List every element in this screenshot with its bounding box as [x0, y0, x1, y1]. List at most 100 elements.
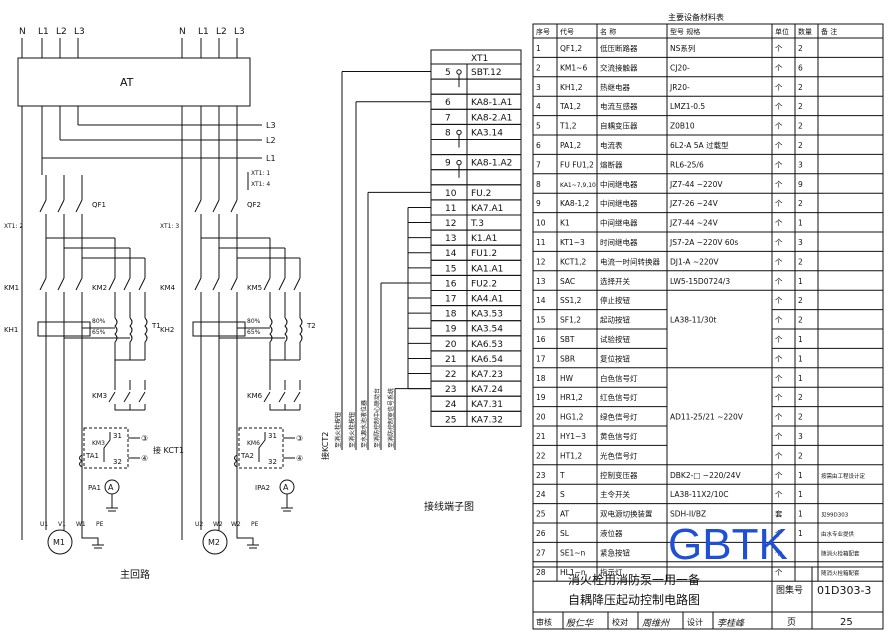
- remote-label: 至消防控制中心联动台: [373, 388, 381, 448]
- table-cell: 9: [536, 199, 541, 208]
- table-cell: 19: [536, 393, 546, 402]
- table-cell: 个: [775, 238, 783, 247]
- terminal-number: 14: [445, 249, 457, 259]
- table-cell: KM1~6: [560, 63, 587, 72]
- table-cell: HY1~3: [560, 432, 586, 441]
- table-cell: 由水专业提供: [821, 530, 855, 538]
- table-cell: S: [560, 490, 565, 499]
- table-cell: 6: [536, 141, 541, 150]
- table-cell: 2: [798, 44, 803, 53]
- table-cell: 18: [536, 374, 546, 383]
- table-cell: 绿色信号灯: [600, 412, 638, 422]
- terminal-number: 12: [445, 219, 456, 229]
- motor-terminal: PE: [96, 521, 104, 528]
- terminal-header: XT1: [471, 54, 488, 64]
- table-cell: 14: [536, 296, 546, 305]
- motor-terminal: W2: [213, 521, 223, 528]
- thermal-relay: [37, 321, 91, 337]
- motor-terminal: W2: [231, 521, 241, 528]
- contactor-label: KM1: [4, 284, 19, 292]
- table-cell: JR20-: [669, 83, 690, 92]
- tap-label: 65%: [92, 329, 106, 336]
- terminal-number: 15: [445, 264, 456, 274]
- terminal-mark: KA3.14: [471, 128, 503, 138]
- table-cell: 个: [775, 199, 783, 208]
- terminal-mark: KA3.54: [471, 325, 503, 335]
- table-cell: 个: [775, 160, 783, 169]
- table-cell: HT1,2: [560, 451, 582, 460]
- contactor-label: KM3: [92, 440, 105, 447]
- terminal-mark: KA6.53: [471, 340, 503, 350]
- breaker-label: QF1: [92, 201, 106, 209]
- terminal-mark: KA3.53: [471, 310, 503, 320]
- table-cell: FU FU1,2: [560, 160, 594, 169]
- table-cell: 个: [775, 432, 783, 441]
- section-title: 主回路: [120, 568, 150, 581]
- ammeter-symbol: A: [108, 483, 114, 492]
- bus-label: L2: [266, 136, 276, 145]
- table-cell: 个: [775, 83, 783, 92]
- table-cell: 个: [775, 374, 783, 383]
- drawing-title: 自耦降压起动控制电路图: [568, 592, 700, 607]
- table-cell: LW5-15D0724/3: [670, 277, 730, 286]
- terminal-mark: K1.A1: [471, 234, 497, 244]
- terminal-mark: FU2.2: [471, 279, 497, 289]
- table-cell: 1: [798, 354, 803, 363]
- table-cell: 个: [775, 471, 783, 480]
- table-cell: 20: [536, 413, 546, 422]
- phase-label: L1: [198, 27, 209, 37]
- table-cell: 1: [798, 510, 803, 519]
- table-cell: KA1~7,9,10: [560, 182, 596, 189]
- table-cell: 个: [775, 219, 783, 228]
- table-header: 代号: [560, 27, 574, 36]
- table-cell: 3: [798, 160, 803, 169]
- circle-number: ③: [296, 434, 303, 443]
- transformer-label: T1: [151, 322, 161, 330]
- table-cell: 时间继电器: [600, 237, 638, 247]
- ct-pin: 31: [113, 432, 122, 440]
- bus-label: L1: [266, 154, 276, 163]
- table-cell: 指示灯: [600, 567, 623, 577]
- table-cell: 双电源切换装置: [600, 509, 653, 519]
- thermal-label: KH2: [160, 326, 174, 334]
- table-cell: 黄色信号灯: [600, 431, 638, 441]
- kct-label: 接KCT2: [320, 432, 330, 460]
- terminal-mark: KA7.23: [471, 370, 503, 380]
- phase-label: L1: [38, 27, 49, 37]
- table-cell: QF1,2: [560, 44, 582, 53]
- motor-terminal: U1: [40, 521, 48, 528]
- table-cell: JZ7-26 ~24V: [669, 199, 719, 208]
- ct-pin: 32: [113, 458, 122, 466]
- terminal-mark: KA6.54: [471, 355, 503, 365]
- table-cell: TA1,2: [559, 102, 581, 111]
- main-circuit: N L1 L2 L3 N L1 L2 L3 AT L3 L2 L1 XT1: 1…: [4, 27, 330, 581]
- terminal-mark: KA4.A1: [471, 295, 503, 305]
- table-cell: T1,2: [559, 122, 577, 131]
- terminal-mark: KA8-1.A1: [471, 98, 512, 108]
- table-cell: 16: [536, 335, 546, 344]
- table-cell: 电流表: [600, 140, 623, 150]
- terminal-number: 5: [445, 68, 451, 78]
- table-cell: 1: [798, 219, 803, 228]
- terminal-mark: SBT.12: [471, 68, 502, 78]
- remote-label: 至水源水池液位器: [360, 400, 368, 448]
- table-cell: 主令开关: [600, 489, 630, 499]
- table-cell: 17: [536, 354, 546, 363]
- tap-label: 80%: [247, 318, 261, 325]
- table-cell: 个: [775, 257, 783, 266]
- xt-label: XT1: 1: [251, 170, 270, 177]
- table-cell: KA8-1,2: [560, 199, 590, 208]
- table-frame: [532, 23, 884, 582]
- terminal-number: 11: [445, 204, 456, 214]
- motor-terminal: V1: [58, 521, 66, 528]
- table-cell: 25: [536, 510, 546, 519]
- breaker-label: QF2: [247, 201, 261, 209]
- table-cell: K1: [560, 219, 570, 228]
- terminal-number: 16: [445, 279, 457, 289]
- table-cell: 个: [775, 335, 783, 344]
- phase-label: N: [179, 27, 186, 37]
- table-cell: SS1,2: [560, 296, 582, 305]
- atlas-number: 01D303-3: [817, 584, 871, 597]
